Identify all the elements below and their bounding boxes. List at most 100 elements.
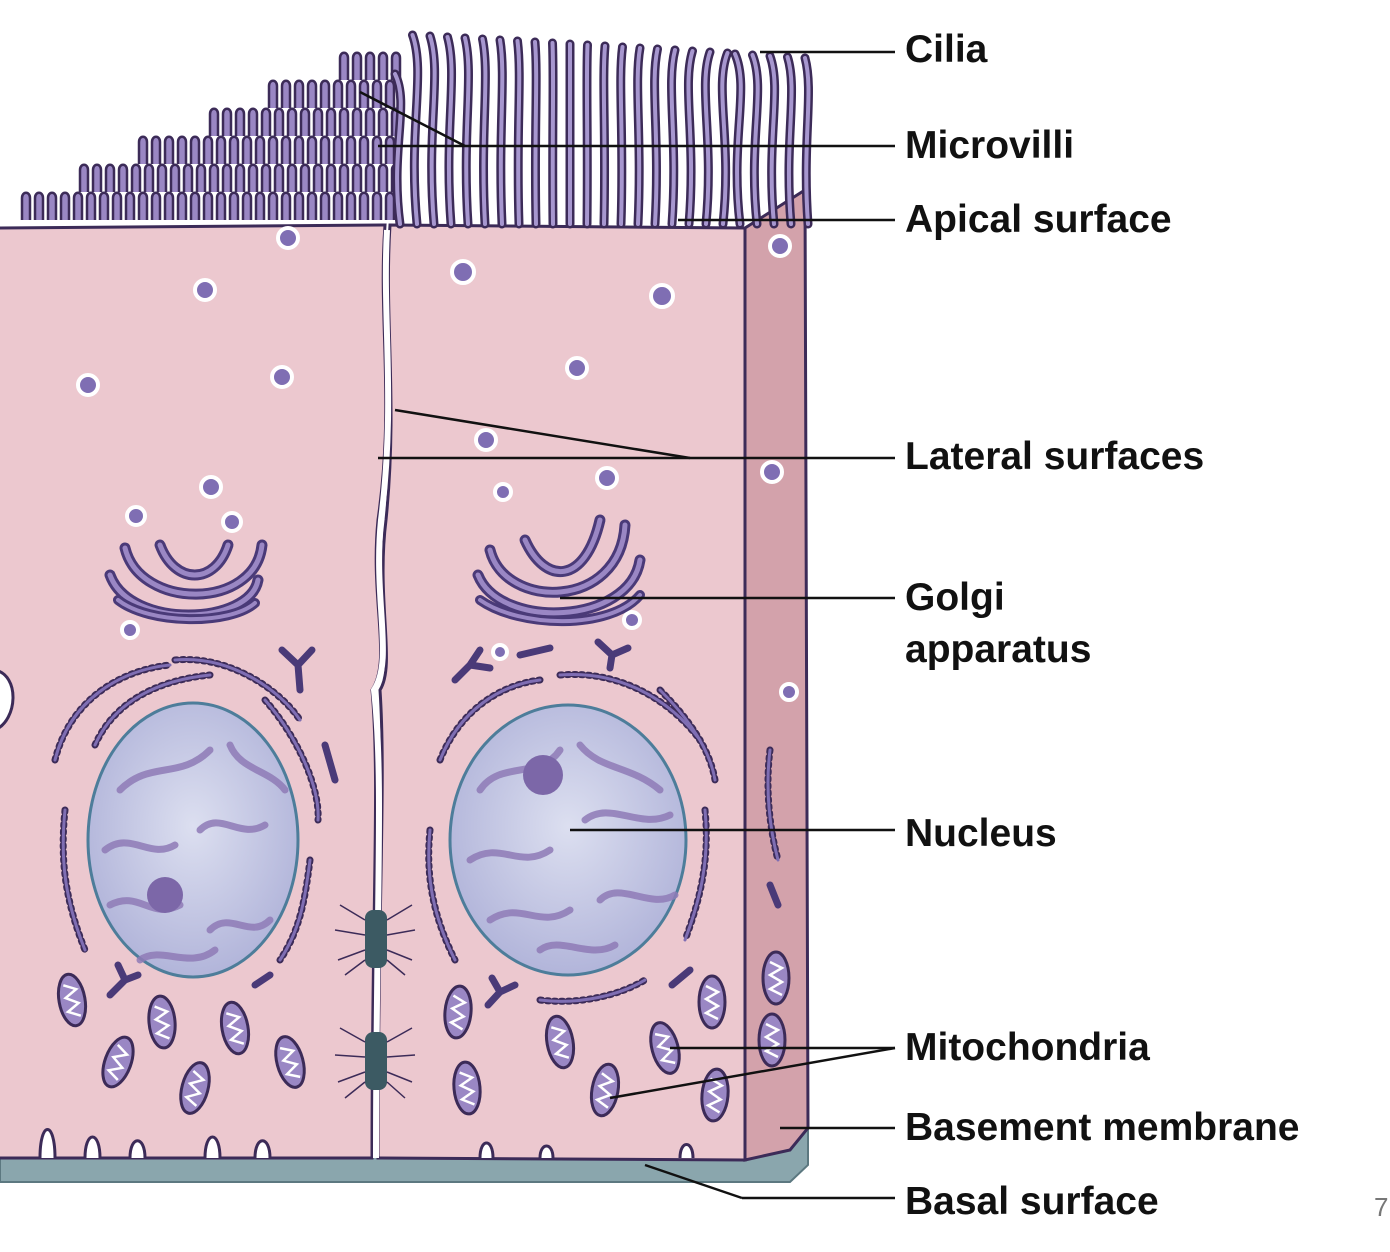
- microvillus: [358, 191, 370, 220]
- cilium: [703, 50, 712, 226]
- microvillus: [241, 135, 253, 164]
- mitochondrion: [219, 1000, 251, 1056]
- microvillus: [364, 51, 376, 80]
- microvillus: [299, 107, 311, 136]
- microvillus: [325, 163, 337, 192]
- microvillus: [286, 163, 298, 192]
- cilium: [515, 39, 522, 226]
- cilium: [428, 34, 437, 226]
- mitochondrion: [274, 1035, 306, 1089]
- cilium: [768, 54, 777, 226]
- microvillus: [351, 163, 363, 192]
- chromatin: [101, 741, 679, 964]
- cilium: [410, 33, 420, 226]
- microvilli: [20, 51, 402, 220]
- microvillus: [306, 191, 318, 220]
- label-basal-surface: Basal surface: [905, 1180, 1159, 1223]
- cilium: [686, 49, 695, 226]
- cilium: [733, 52, 743, 226]
- mitochondrion: [56, 972, 88, 1028]
- microvillus: [78, 163, 90, 192]
- microvillus: [111, 191, 123, 220]
- microvillus: [91, 163, 103, 192]
- microvillus: [72, 191, 84, 220]
- cilium: [652, 47, 660, 226]
- left-cell: [0, 223, 388, 1160]
- microvillus: [85, 191, 97, 220]
- mitochondria: [56, 950, 791, 1123]
- microvillus: [338, 51, 350, 80]
- microvillus: [319, 135, 331, 164]
- cilium: [750, 53, 760, 226]
- microvillus: [130, 163, 142, 192]
- microvillus: [377, 107, 389, 136]
- microvillus: [20, 191, 32, 220]
- microvillus: [377, 51, 389, 80]
- microvillus: [215, 191, 227, 220]
- microvillus: [260, 107, 272, 136]
- microvillus: [358, 135, 370, 164]
- page-number: 7: [1374, 1192, 1389, 1222]
- microvillus: [208, 163, 220, 192]
- microvillus: [46, 191, 58, 220]
- microvillus: [293, 79, 305, 108]
- microvillus: [228, 135, 240, 164]
- microvillus: [169, 163, 181, 192]
- cilium: [635, 46, 642, 226]
- microvillus: [267, 135, 279, 164]
- microvillus: [247, 107, 259, 136]
- microvillus: [306, 79, 318, 108]
- microvillus: [104, 163, 116, 192]
- microvillus: [189, 135, 201, 164]
- microvillus: [33, 191, 45, 220]
- golgi-apparatus-left: [104, 539, 268, 625]
- microvillus: [338, 107, 350, 136]
- label-apical-surface: Apical surface: [905, 198, 1172, 241]
- microvillus: [221, 107, 233, 136]
- microvillus: [241, 191, 253, 220]
- microvillus: [124, 191, 136, 220]
- microvillus: [59, 191, 71, 220]
- microvillus: [286, 107, 298, 136]
- microvillus: [260, 163, 272, 192]
- microvillus: [384, 135, 396, 164]
- mitochondrion: [443, 984, 473, 1040]
- cilium: [393, 72, 403, 226]
- microvillus: [267, 191, 279, 220]
- cilium: [463, 36, 471, 226]
- mitochondrion: [179, 1061, 211, 1115]
- microvillus: [280, 135, 292, 164]
- desmosomes: [334, 904, 416, 1099]
- microvillus: [273, 163, 285, 192]
- left-notch: [0, 670, 15, 729]
- cilium: [618, 45, 625, 226]
- microvillus: [371, 135, 383, 164]
- label-lateral-surfaces: Lateral surfaces: [905, 435, 1205, 478]
- microvillus: [364, 107, 376, 136]
- microvillus: [156, 163, 168, 192]
- microvillus: [312, 107, 324, 136]
- mitochondrion: [452, 1060, 482, 1116]
- microvillus: [371, 79, 383, 108]
- microvillus: [137, 191, 149, 220]
- cilia: [390, 30, 813, 229]
- microvillus: [371, 191, 383, 220]
- nucleoli: [147, 755, 563, 913]
- microvillus: [202, 191, 214, 220]
- microvillus: [150, 135, 162, 164]
- smooth-er: [106, 638, 782, 1009]
- microvillus: [299, 163, 311, 192]
- microvillus: [208, 107, 220, 136]
- label-golgi-line1: Golgi: [905, 576, 1005, 619]
- leader-lines: [359, 50, 896, 1200]
- cilium: [785, 55, 794, 226]
- microvillus: [280, 191, 292, 220]
- cilium: [601, 44, 607, 226]
- mitochondrion: [147, 994, 177, 1050]
- microvillus: [345, 79, 357, 108]
- microvillus: [384, 79, 396, 108]
- cilium: [803, 56, 811, 226]
- label-cilia: Cilia: [905, 28, 988, 71]
- microvillus: [247, 163, 259, 192]
- mitochondrion: [649, 1021, 681, 1075]
